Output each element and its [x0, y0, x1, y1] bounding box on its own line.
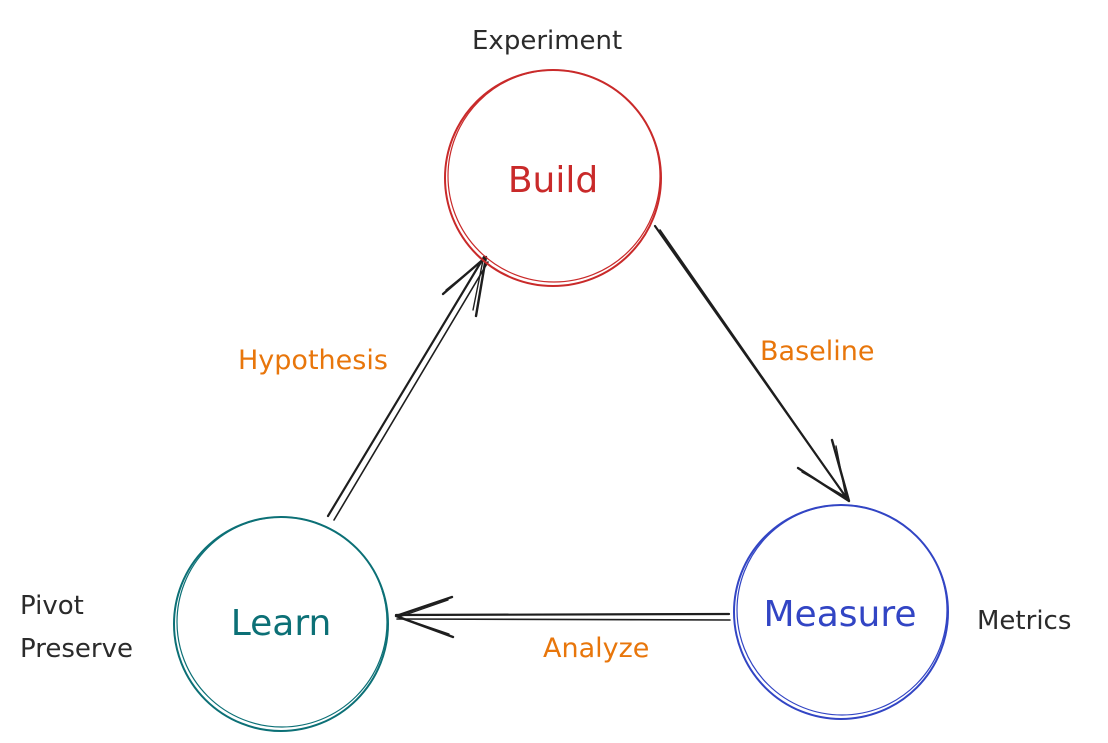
note-preserve: Preserve: [20, 634, 133, 664]
note-experiment: Experiment: [472, 26, 622, 56]
arrow-build-to-measure: [653, 224, 851, 503]
build-circle-sketch: [447, 69, 661, 283]
build-label: Build: [508, 160, 598, 201]
learn-circle-sketch: [176, 516, 388, 728]
node-build: Build: [444, 69, 662, 287]
learn-label: Learn: [231, 603, 332, 644]
node-learn: Learn: [173, 516, 389, 732]
arrow-learn-to-build: [326, 255, 489, 521]
measure-label: Measure: [764, 594, 917, 635]
measure-circle-sketch: [736, 504, 948, 716]
edge-label-baseline: Baseline: [760, 336, 874, 367]
note-metrics: Metrics: [977, 606, 1071, 636]
arrow-measure-to-learn: [394, 595, 731, 639]
node-measure: Measure: [733, 504, 949, 720]
edge-label-hypothesis: Hypothesis: [238, 345, 388, 376]
note-pivot: Pivot: [20, 591, 84, 621]
edge-label-analyze: Analyze: [543, 633, 649, 664]
